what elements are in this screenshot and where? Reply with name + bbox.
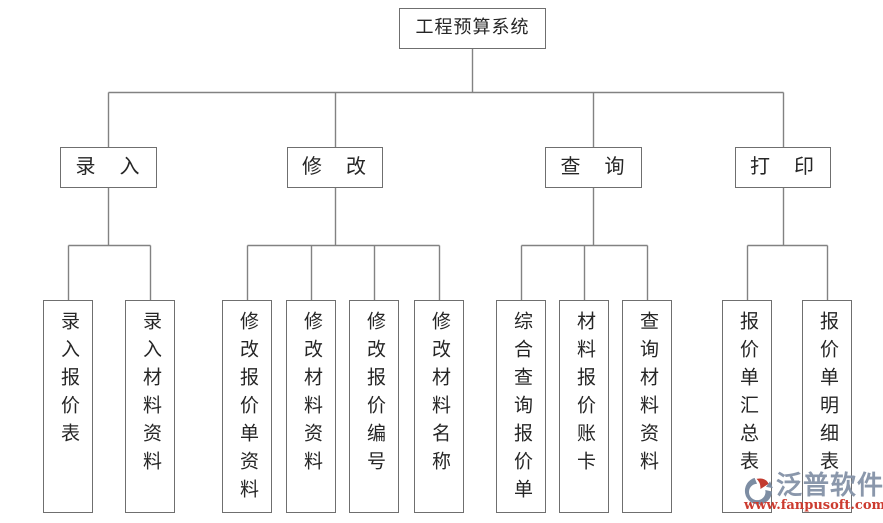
node-label: 报价单汇总表 <box>737 311 759 479</box>
node-label: 修改报价单资料 <box>237 311 259 507</box>
branch-node-query: 查 询 <box>545 147 642 188</box>
node-label: 修改报价编号 <box>364 311 386 479</box>
branch-node-input: 录 入 <box>60 147 157 188</box>
node-label: 工程预算系统 <box>415 17 530 38</box>
node-label: 录入报价表 <box>58 311 80 451</box>
node-label: 材料报价账卡 <box>574 311 596 479</box>
node-label: 录入材料资料 <box>140 311 162 479</box>
leaf-node-input-material-data: 录入材料资料 <box>125 300 175 513</box>
root-node: 工程预算系统 <box>399 8 546 49</box>
node-label: 查询材料资料 <box>637 311 659 479</box>
leaf-node-material-quote-ledger: 材料报价账卡 <box>559 300 609 513</box>
connector-path <box>67 49 829 300</box>
node-label: 录 入 <box>75 154 142 178</box>
node-label: 打 印 <box>750 154 816 178</box>
node-label: 综合查询报价单 <box>511 311 533 507</box>
leaf-node-comprehensive-query-quote: 综合查询报价单 <box>496 300 546 513</box>
branch-node-print: 打 印 <box>735 147 831 188</box>
leaf-node-query-material-data: 查询材料资料 <box>622 300 672 513</box>
node-label: 修改材料资料 <box>301 311 323 479</box>
node-label: 修 改 <box>302 154 368 178</box>
node-label: 查 询 <box>560 154 627 178</box>
branch-node-modify: 修 改 <box>287 147 383 188</box>
leaf-node-quote-summary-table: 报价单汇总表 <box>722 300 772 513</box>
leaf-node-modify-quote-sheet-data: 修改报价单资料 <box>222 300 272 513</box>
leaf-node-input-quote-form: 录入报价表 <box>43 300 93 513</box>
node-label: 报价单明细表 <box>817 311 839 479</box>
leaf-node-modify-material-name: 修改材料名称 <box>414 300 464 513</box>
leaf-node-quote-detail-table: 报价单明细表 <box>802 300 852 513</box>
leaf-node-modify-quote-number: 修改报价编号 <box>349 300 399 513</box>
leaf-node-modify-material-data: 修改材料资料 <box>286 300 336 513</box>
node-label: 修改材料名称 <box>429 311 451 479</box>
